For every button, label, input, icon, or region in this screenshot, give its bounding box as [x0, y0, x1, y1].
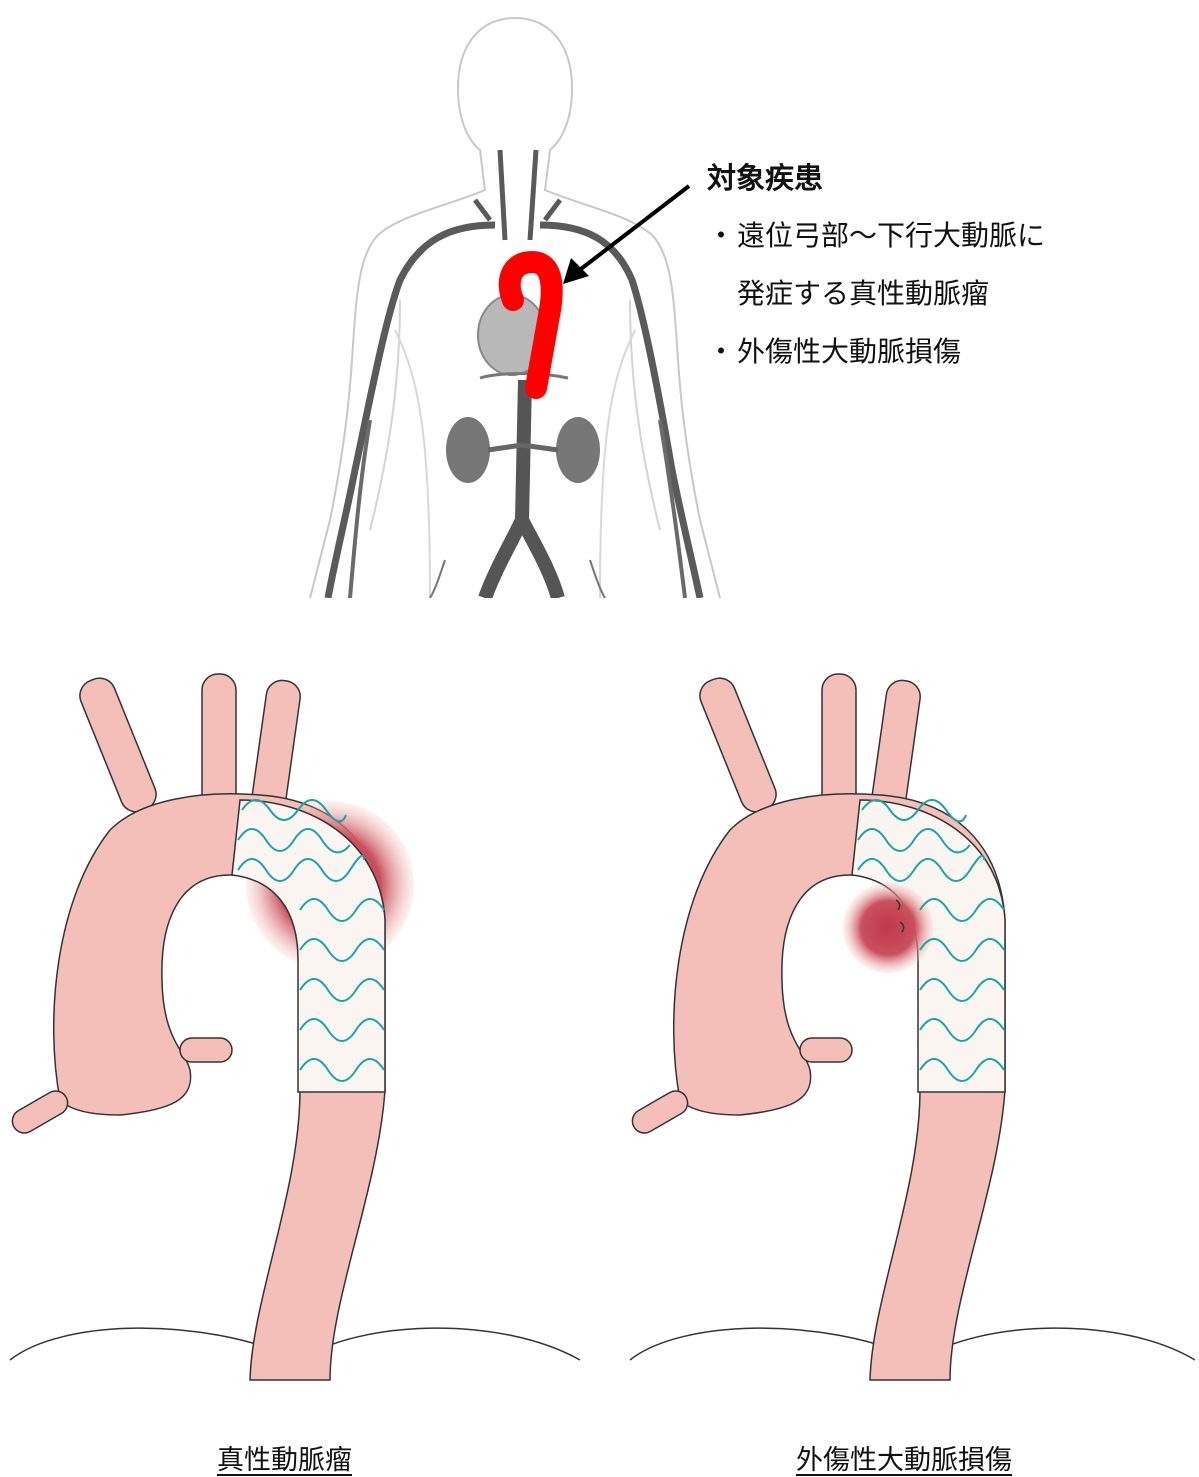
caption-true-aneurysm: 真性動脈瘤 — [217, 1438, 352, 1477]
descending-aorta — [870, 1090, 1005, 1380]
aorta-diagram-true-aneurysm — [0, 660, 590, 1390]
bullet-marker: ・ — [707, 216, 737, 256]
pointer-arrow — [555, 180, 695, 290]
target-disease-label: 対象疾患 ・遠位弓部～下行大動脈に 発症する真性動脈瘤 ・外傷性大動脈損傷 — [707, 158, 1045, 372]
bullet-text-line1: 外傷性大動脈損傷 — [737, 335, 961, 368]
aorta-diagram-traumatic-injury — [620, 660, 1199, 1390]
descending-aorta — [485, 380, 558, 598]
bullet-true-aneurysm: ・遠位弓部～下行大動脈に 発症する真性動脈瘤 — [707, 216, 1045, 314]
kidney-left — [446, 417, 490, 483]
bullet-marker: ・ — [707, 332, 737, 372]
injury-lesion — [843, 883, 933, 973]
bullet-text-line2: 発症する真性動脈瘤 — [707, 274, 1045, 314]
descending-aorta — [250, 1090, 385, 1380]
bullet-traumatic-injury: ・外傷性大動脈損傷 — [707, 332, 1045, 372]
bullet-text-line1: 遠位弓部～下行大動脈に — [737, 219, 1045, 252]
kidney-right — [556, 417, 600, 483]
target-disease-heading: 対象疾患 — [707, 158, 1045, 198]
caption-traumatic-injury: 外傷性大動脈損傷 — [796, 1438, 1012, 1477]
body-vessel-illustration — [300, 0, 730, 600]
